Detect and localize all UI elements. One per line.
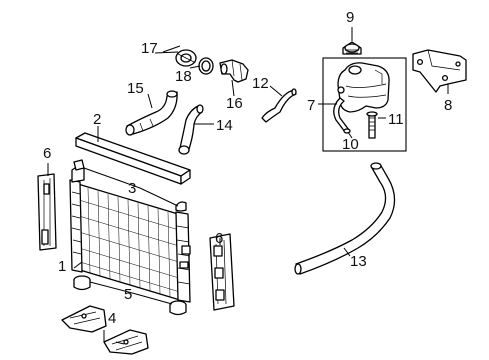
- callout-11: 11: [388, 111, 404, 128]
- leader-lines: [47, 45, 449, 345]
- part-16-water-outlet: [219, 59, 249, 83]
- part-18-thermostat-gasket: [198, 57, 214, 75]
- callout-18: 18: [175, 68, 192, 85]
- part-7-coolant-reservoir: [337, 62, 390, 113]
- callout-12: 12: [252, 75, 269, 92]
- callout-13: 13: [350, 253, 367, 270]
- callout-15: 15: [127, 80, 144, 97]
- callout-4: 4: [108, 310, 116, 327]
- part-13-lower-radiator-hose: [294, 162, 396, 275]
- part-17-thermostat: [175, 49, 197, 67]
- callout-5: 5: [124, 286, 132, 303]
- callout-8: 8: [444, 97, 452, 114]
- part-6-left-air-deflector: [37, 173, 57, 251]
- callout-1: 1: [58, 258, 66, 275]
- callout-17: 17: [141, 40, 158, 57]
- part-15-upper-radiator-hose: [125, 90, 178, 136]
- callout-6-right: 6: [215, 230, 223, 247]
- callout-6-left: 6: [43, 145, 51, 162]
- part-1-radiator: [69, 165, 191, 303]
- callout-numbers: 1 2 3 4 5 6 6 7 8 9 10 11 12 13 14 15 16…: [43, 9, 452, 327]
- part-12-overflow-hose: [261, 88, 297, 123]
- callout-9: 9: [346, 9, 354, 26]
- part-9-reservoir-cap: [342, 41, 362, 55]
- part-2-radiator-baffle: [75, 132, 191, 185]
- callout-10: 10: [342, 136, 359, 153]
- part-6-right-air-deflector: [209, 233, 235, 311]
- part-4-lower-brackets: [61, 305, 149, 355]
- part-8-reservoir-bracket: [412, 49, 467, 93]
- callout-7: 7: [307, 97, 315, 114]
- callout-14: 14: [216, 117, 233, 134]
- callout-2: 2: [93, 111, 101, 128]
- radiator-core-fins: [78, 187, 181, 298]
- part-5-lower-insulators: [73, 275, 187, 316]
- callout-16: 16: [226, 95, 243, 112]
- callout-3: 3: [128, 180, 136, 197]
- part-14-lower-hose-section: [178, 104, 204, 155]
- part-11-reservoir-stud: [366, 111, 378, 139]
